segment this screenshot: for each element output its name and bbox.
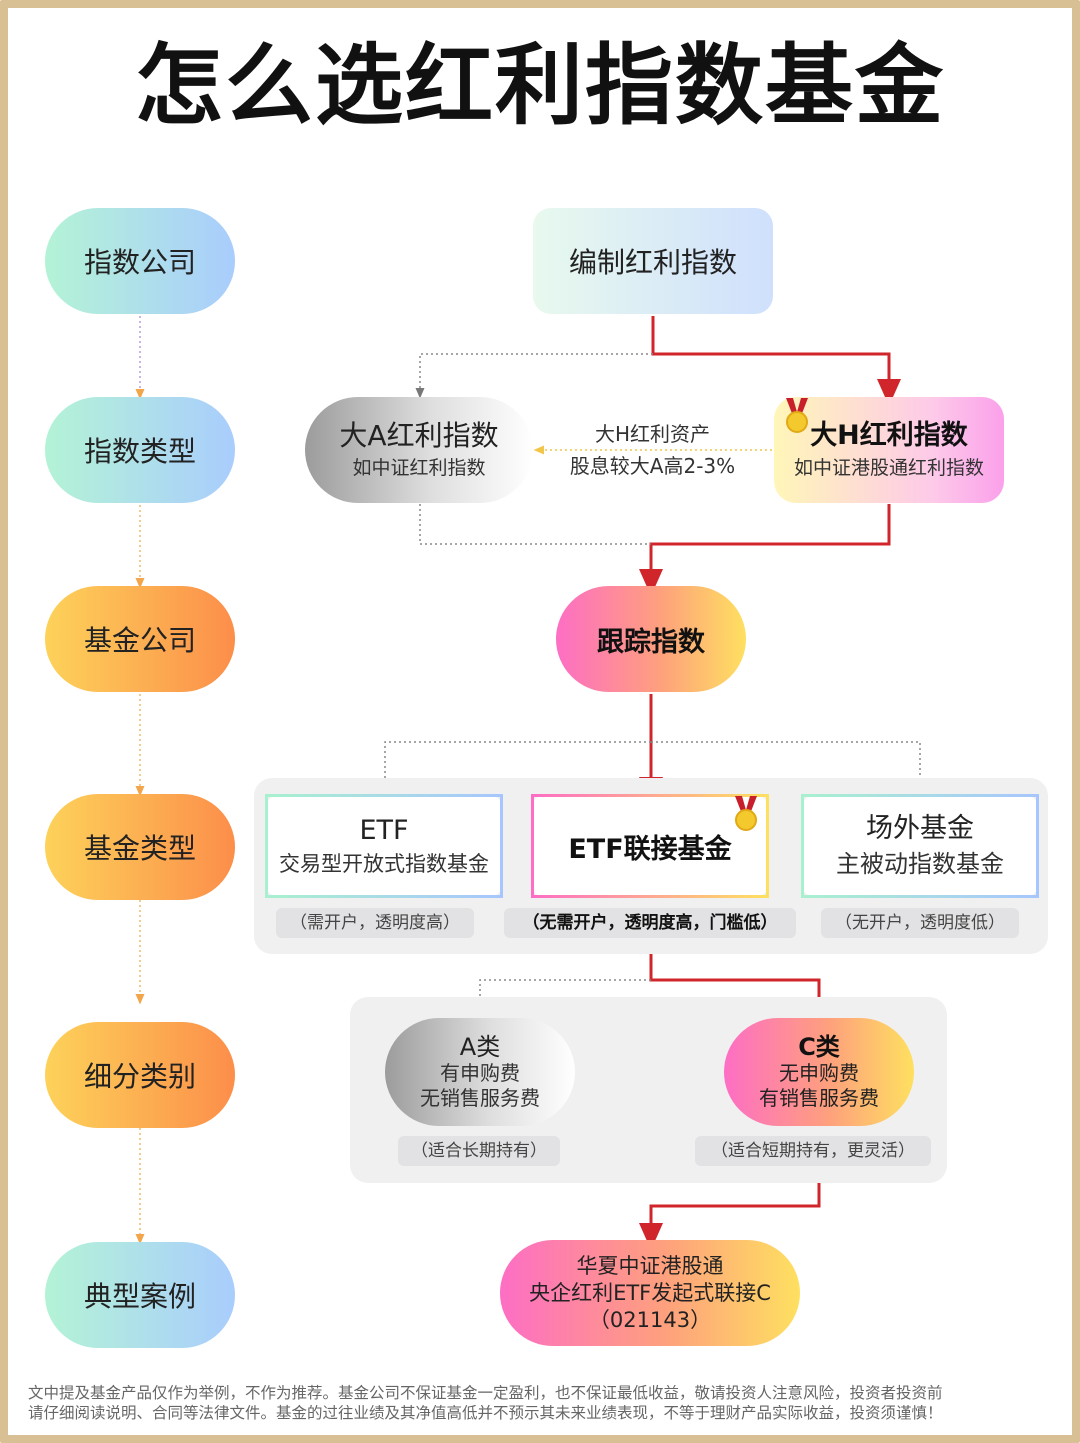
etf-node: ETF 交易型开放式指数基金: [265, 794, 503, 898]
class-a-name: A类: [459, 1033, 501, 1061]
etf-desc: 交易型开放式指数基金: [279, 852, 489, 876]
class-a-line1: 有申购费: [440, 1061, 520, 1085]
track-index-node: 跟踪指数: [556, 586, 746, 692]
step-subclass: 细分类别: [45, 1022, 235, 1128]
step-fund-company: 基金公司: [45, 586, 235, 692]
class-c-line1: 无申购费: [779, 1061, 859, 1085]
disclaimer-line2: 请仔细阅读说明、合同等法律文件。基金的过往业绩及其净值高低并不预示其未来业绩表现…: [28, 1404, 943, 1422]
otc-desc: 主被动指数基金: [836, 850, 1004, 878]
etf-note: （需开户，透明度高）: [276, 908, 474, 938]
compare-text: 大H红利资产 股息较大A高2-3%: [545, 418, 760, 482]
class-c-node: C类 无申购费 有销售服务费: [724, 1018, 914, 1126]
compare-line1: 大H红利资产: [594, 422, 711, 446]
class-a-line2: 无销售服务费: [420, 1086, 540, 1110]
step-example: 典型案例: [45, 1242, 235, 1348]
example-line2: 央企红利ETF发起式联接C: [529, 1280, 771, 1305]
step-index-type: 指数类型: [45, 397, 235, 503]
class-a-note: （适合长期持有）: [398, 1136, 560, 1166]
index-a-name: 大A红利指数: [339, 419, 499, 452]
class-c-note: （适合短期持有，更灵活）: [695, 1136, 931, 1166]
class-c-name: C类: [798, 1033, 840, 1061]
compile-index-node: 编制红利指数: [533, 208, 773, 314]
page-title: 怎么选红利指数基金: [134, 33, 945, 137]
example-line3: （021143）: [588, 1307, 712, 1332]
etf-link-node: ETF联接基金: [531, 794, 769, 898]
index-a-node: 大A红利指数 如中证红利指数: [305, 397, 533, 503]
compare-line2: 股息较大A高2-3%: [569, 454, 736, 478]
step-fund-type: 基金类型: [45, 794, 235, 900]
index-h-node: 大H红利指数 如中证港股通红利指数: [774, 397, 1004, 503]
otc-name: 场外基金: [866, 813, 974, 844]
class-a-node: A类 有申购费 无销售服务费: [385, 1018, 575, 1126]
etf-link-note: （无需开户，透明度高，门槛低）: [504, 908, 796, 938]
etf-name: ETF: [359, 815, 409, 846]
medal-icon: [735, 796, 757, 831]
index-a-example: 如中证红利指数: [352, 457, 486, 479]
otc-note: （无开户，透明度低）: [821, 908, 1019, 938]
example-line1: 华夏中证港股通: [576, 1253, 724, 1278]
disclaimer-line1: 文中提及基金产品仅作为举例，不作为推荐。基金公司不保证基金一定盈利，也不保证最低…: [28, 1384, 943, 1402]
disclaimer: 文中提及基金产品仅作为举例，不作为推荐。基金公司不保证基金一定盈利，也不保证最低…: [28, 1383, 1058, 1423]
medal-icon: [786, 398, 808, 433]
otc-fund-node: 场外基金 主被动指数基金: [801, 794, 1039, 898]
example-fund-node: 华夏中证港股通 央企红利ETF发起式联接C （021143）: [500, 1240, 800, 1346]
step-index-company: 指数公司: [45, 208, 235, 314]
class-c-line2: 有销售服务费: [759, 1086, 879, 1110]
index-h-name: 大H红利指数: [810, 420, 968, 451]
index-h-example: 如中证港股通红利指数: [793, 457, 984, 479]
